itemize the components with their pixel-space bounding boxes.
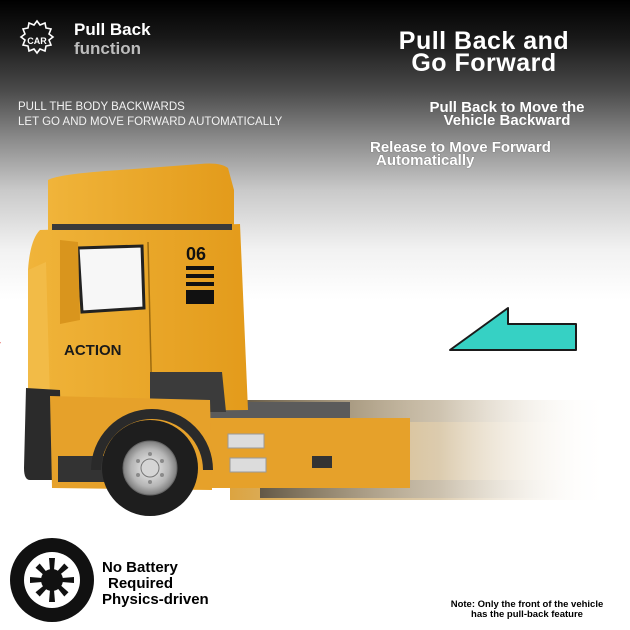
footnote-line2: has the pull-back feature: [471, 609, 583, 620]
arrow-left-icon: [449, 307, 577, 351]
number-stripe-1: [186, 266, 214, 270]
pull-back-note-line1: Pull Back to Move the: [429, 99, 585, 116]
battery-note-line1: No Battery: [102, 559, 178, 576]
feature-title-line2: function: [74, 39, 142, 58]
number-stripe-2: [186, 274, 214, 278]
release-note: Release to Move Forward Automatically: [370, 139, 620, 169]
side-light: [227, 433, 265, 449]
footnote-line1: Note: Only the front of the vehicle: [450, 599, 604, 610]
description: PULL THE BODY BACKWARDS LET GO AND MOVE …: [18, 100, 282, 130]
truck-number: 06: [186, 244, 206, 264]
badge-label: CAR: [27, 36, 47, 46]
release-note-line2: Automatically: [376, 152, 475, 169]
cab-front: [28, 262, 50, 400]
number-block: [186, 290, 214, 304]
feature-title-line1: Pull Back: [74, 20, 151, 39]
pull-back-note: Pull Back to Move the Vehicle Backward: [402, 99, 612, 129]
front-hub: [140, 458, 160, 478]
pull-back-note-line2: Vehicle Backward: [443, 112, 571, 129]
cab-window-pillar: [60, 240, 80, 324]
battery-note-line3: Physics-driven: [102, 591, 209, 608]
description-line1: PULL THE BODY BACKWARDS: [18, 101, 185, 113]
number-stripe-3: [186, 282, 214, 286]
car-badge: CAR: [14, 18, 60, 64]
battery-note: No Battery Required Physics-driven: [102, 560, 209, 608]
cab-window: [76, 244, 146, 314]
side-light-2: [229, 457, 267, 473]
chassis-slot: [312, 456, 332, 468]
wheel-arch: [91, 409, 213, 471]
footnote: Note: Only the front of the vehicle has …: [432, 600, 622, 620]
gear-icon: [19, 19, 55, 55]
description-line2: LET GO AND MOVE FORWARD AUTOMATICALLY: [18, 116, 283, 128]
headline-line1: Pull Back and: [398, 27, 570, 55]
headline-line2: Go Forward: [411, 49, 557, 77]
battery-note-line2: Required: [108, 575, 174, 592]
release-note-line1: Release to Move Forward: [370, 139, 551, 156]
headline: Pull Back and Go Forward: [354, 27, 614, 77]
brand-name: ACTION: [64, 342, 122, 359]
roof-stripe: [52, 224, 232, 230]
truck-illustration: 06 ACTION: [0, 163, 610, 516]
wheel-icon: [10, 538, 94, 622]
brand-mark-2: [0, 342, 1, 356]
cab-roof: [48, 163, 234, 230]
rim-bolts: [136, 452, 164, 484]
chassis-bed: [200, 418, 410, 488]
